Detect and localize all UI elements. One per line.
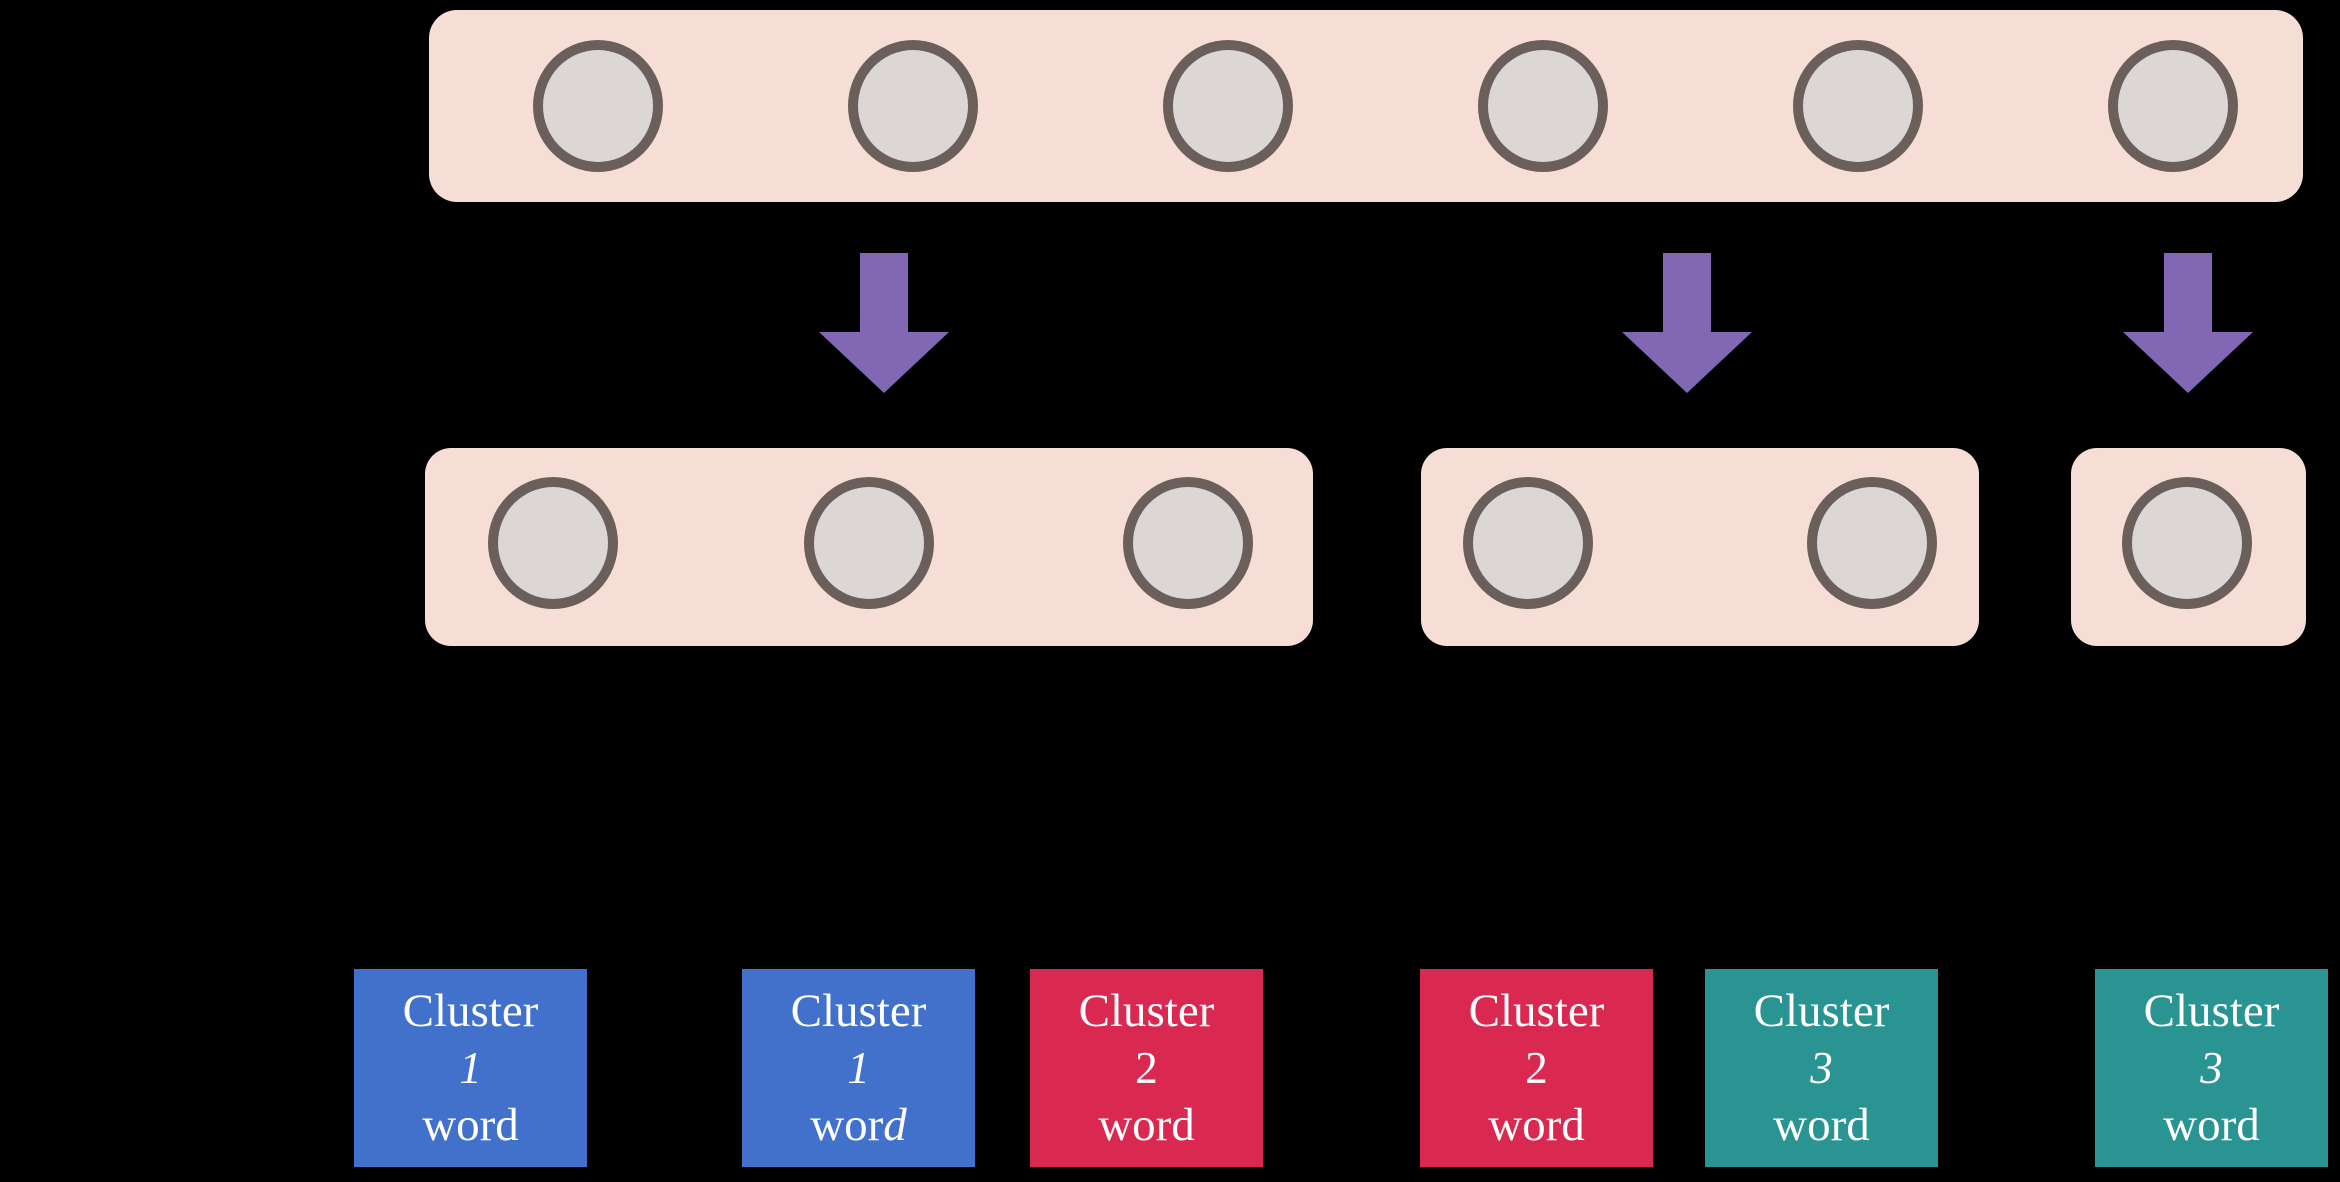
cluster-word: word xyxy=(1488,1098,1585,1151)
cluster-word: word xyxy=(1773,1098,1870,1151)
cluster-box-title: Cluster xyxy=(1468,984,1605,1037)
cluster-number: 2 xyxy=(1525,1042,1548,1093)
cluster-word: word xyxy=(810,1098,907,1151)
cluster-box-title: Cluster xyxy=(1753,984,1890,1037)
unit-node xyxy=(1478,40,1608,172)
unit-node xyxy=(804,477,934,609)
group2-units-bar xyxy=(1421,448,1979,646)
top-units-bar xyxy=(429,10,2303,202)
unit-node xyxy=(1463,477,1593,609)
cluster2-word-box: Cluster 2 word xyxy=(1420,969,1653,1167)
cluster-number: 3 xyxy=(2200,1042,2223,1093)
cluster-number: 2 xyxy=(1135,1042,1158,1093)
unit-node xyxy=(848,40,978,172)
cluster-word-text: word xyxy=(422,1098,519,1151)
cluster3-word-box: Cluster 3 word xyxy=(2095,969,2328,1167)
cluster-word: word xyxy=(1098,1098,1195,1151)
cluster-word: word xyxy=(2163,1098,2260,1151)
down-arrow-icon xyxy=(2123,253,2253,393)
unit-node xyxy=(2108,40,2238,172)
cluster-box-title: Cluster xyxy=(402,984,539,1037)
cluster-box-title: Cluster xyxy=(790,984,927,1037)
down-arrow-icon xyxy=(819,253,949,393)
group1-units-bar xyxy=(425,448,1313,646)
cluster-number: 3 xyxy=(1810,1042,1833,1093)
unit-node xyxy=(1123,477,1253,609)
cluster2-word-box: Cluster 2 word xyxy=(1030,969,1263,1167)
cluster-word-text: word xyxy=(2163,1098,2260,1151)
down-arrow-icon xyxy=(1622,253,1752,393)
group3-units-bar xyxy=(2071,448,2306,646)
cluster-box-title: Cluster xyxy=(2143,984,2280,1037)
cluster-word-text: word xyxy=(1098,1098,1195,1151)
unit-node xyxy=(488,477,618,609)
cluster-number: 1 xyxy=(847,1042,870,1093)
cluster-word-text: wor xyxy=(810,1098,884,1151)
cluster-word-suffix: d xyxy=(883,1098,907,1151)
cluster-box-title: Cluster xyxy=(1078,984,1215,1037)
unit-node xyxy=(2122,477,2252,609)
cluster1-word-box: Cluster 1 word xyxy=(742,969,975,1167)
cluster3-word-box: Cluster 3 word xyxy=(1705,969,1938,1167)
unit-node xyxy=(1807,477,1937,609)
cluster-number: 1 xyxy=(459,1042,482,1093)
unit-node xyxy=(1163,40,1293,172)
cluster1-word-box: Cluster 1 word xyxy=(354,969,587,1167)
unit-node xyxy=(1793,40,1923,172)
cluster-word: word xyxy=(422,1098,519,1151)
cluster-word-text: word xyxy=(1488,1098,1585,1151)
unit-node xyxy=(533,40,663,172)
cluster-word-text: word xyxy=(1773,1098,1870,1151)
